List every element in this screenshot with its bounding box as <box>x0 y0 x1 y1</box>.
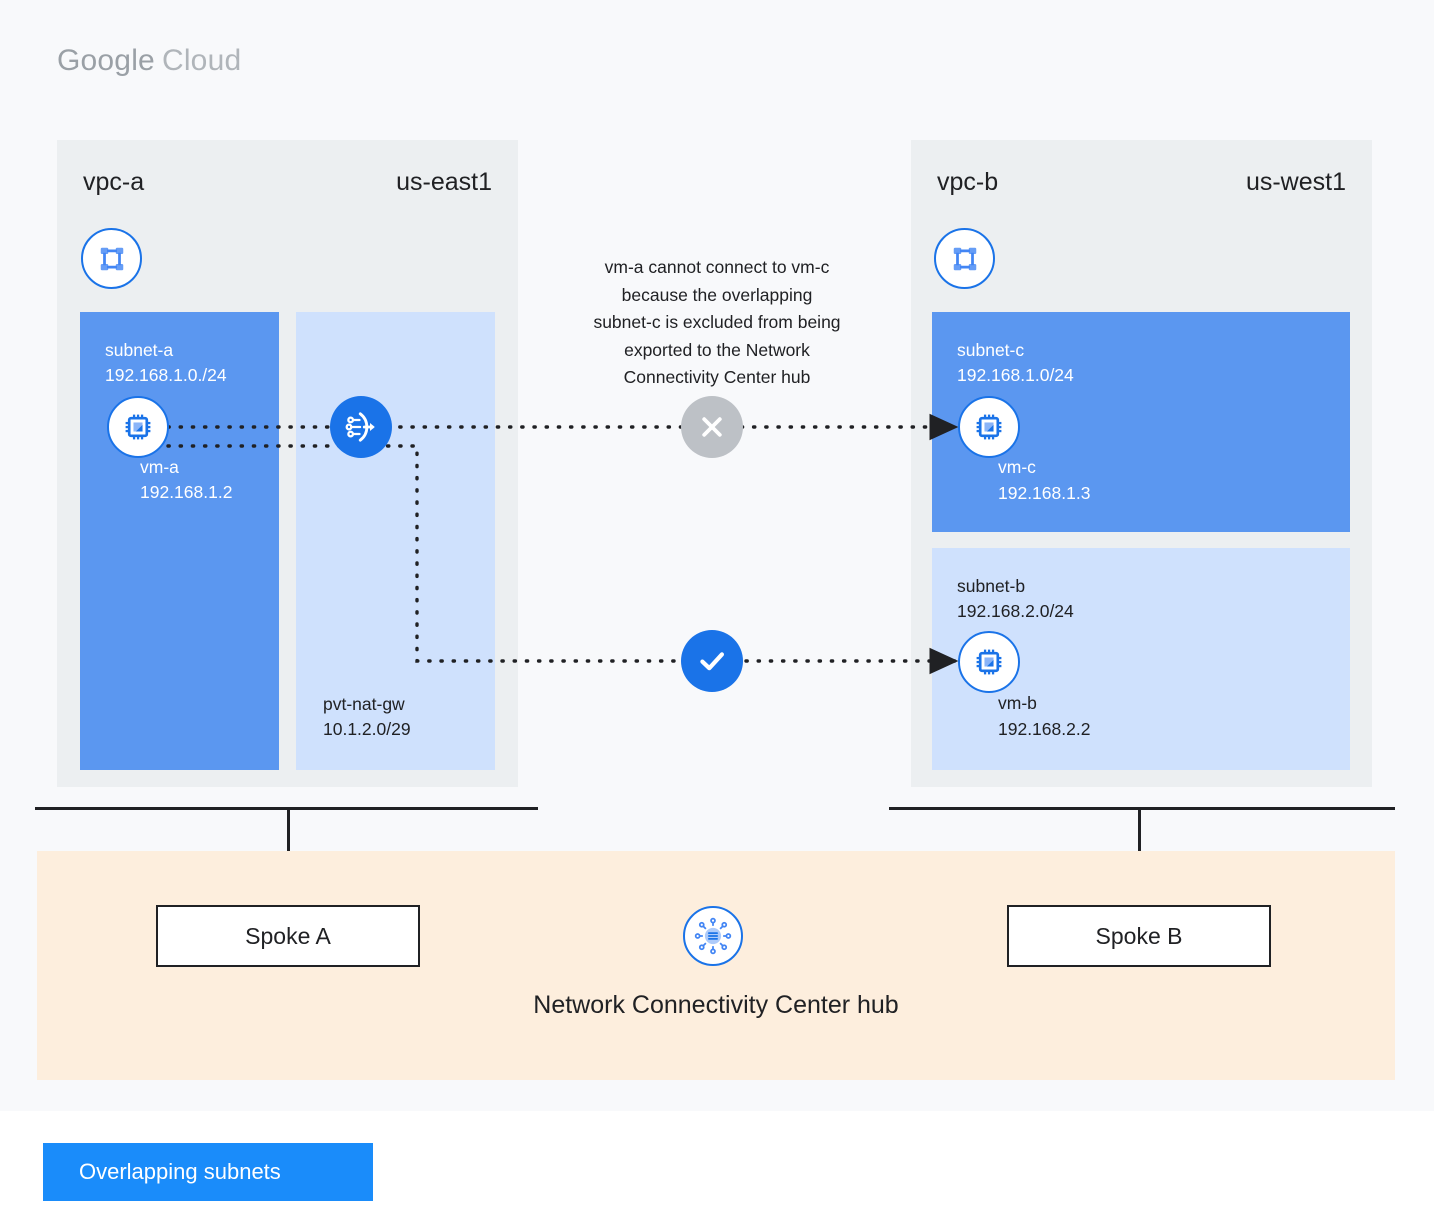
vm-a-name: vm-a <box>140 457 179 477</box>
spoke-b-label: Spoke B <box>1095 922 1183 949</box>
vpc-b-name: vpc-b <box>937 168 999 196</box>
annotation-line-3: subnet-c is excluded from being <box>593 312 841 332</box>
logo-word-cloud: Cloud <box>161 44 242 77</box>
vpc-b-bus-bar <box>889 807 1395 810</box>
x-cross-icon <box>681 396 743 458</box>
checkmark-icon <box>681 630 743 692</box>
vpc-a-region: us-east1 <box>396 168 492 196</box>
subnet-a-cidr: 192.168.1.0./24 <box>105 365 227 385</box>
pvt-nat-gw-name: pvt-nat-gw <box>323 694 405 714</box>
annotation-line-2: because the overlapping <box>621 284 813 305</box>
subnet-c-name: subnet-c <box>957 340 1025 360</box>
annotation-line-5: Connectivity Center hub <box>623 367 811 387</box>
vm-c-name: vm-c <box>998 457 1036 477</box>
vpc-a-name: vpc-a <box>83 168 145 196</box>
subnet-a-name: subnet-a <box>105 340 174 360</box>
cloud-nat-gateway-icon <box>330 396 392 458</box>
vpc-b-region: us-west1 <box>1245 168 1346 196</box>
spoke-a-box[interactable]: Spoke A <box>156 905 420 967</box>
subnet-b-cidr: 192.168.2.0/24 <box>957 601 1074 621</box>
annotation-line-4: exported to the Network <box>624 339 810 360</box>
vpc-network-icon <box>81 228 142 289</box>
logo-word-google: Google <box>57 44 155 77</box>
legend-label: Overlapping subnets <box>79 1159 281 1184</box>
vm-c-ip: 192.168.1.3 <box>998 483 1091 503</box>
vpc-a-bus-bar <box>35 807 538 810</box>
spoke-a-label: Spoke A <box>245 922 331 949</box>
vpc-network-icon <box>934 228 995 289</box>
blocked-connection-annotation: vm-a cannot connect to vm-c because the … <box>537 254 897 392</box>
vm-b-instance-icon <box>958 631 1020 693</box>
vm-a-instance-icon <box>107 396 169 458</box>
annotation-line-1: vm-a cannot connect to vm-c <box>604 257 830 277</box>
vm-b-ip: 192.168.2.2 <box>998 719 1091 739</box>
vm-a-ip: 192.168.1.2 <box>140 482 233 502</box>
pvt-nat-gw-cidr: 10.1.2.0/29 <box>323 719 411 739</box>
legend-overlapping-subnets: Overlapping subnets <box>43 1143 373 1201</box>
ncc-hub-title: Network Connectivity Center hub <box>533 991 899 1019</box>
vm-b-name: vm-b <box>998 693 1037 713</box>
spoke-b-box[interactable]: Spoke B <box>1007 905 1271 967</box>
subnet-b-name: subnet-b <box>957 576 1026 596</box>
vm-c-instance-icon <box>958 396 1020 458</box>
pvt-nat-gw-block: pvt-nat-gw 10.1.2.0/29 <box>296 312 495 770</box>
subnet-a-block: subnet-a 192.168.1.0./24 <box>80 312 279 770</box>
ncc-hub-icon <box>683 906 743 966</box>
subnet-c-cidr: 192.168.1.0/24 <box>957 365 1074 385</box>
